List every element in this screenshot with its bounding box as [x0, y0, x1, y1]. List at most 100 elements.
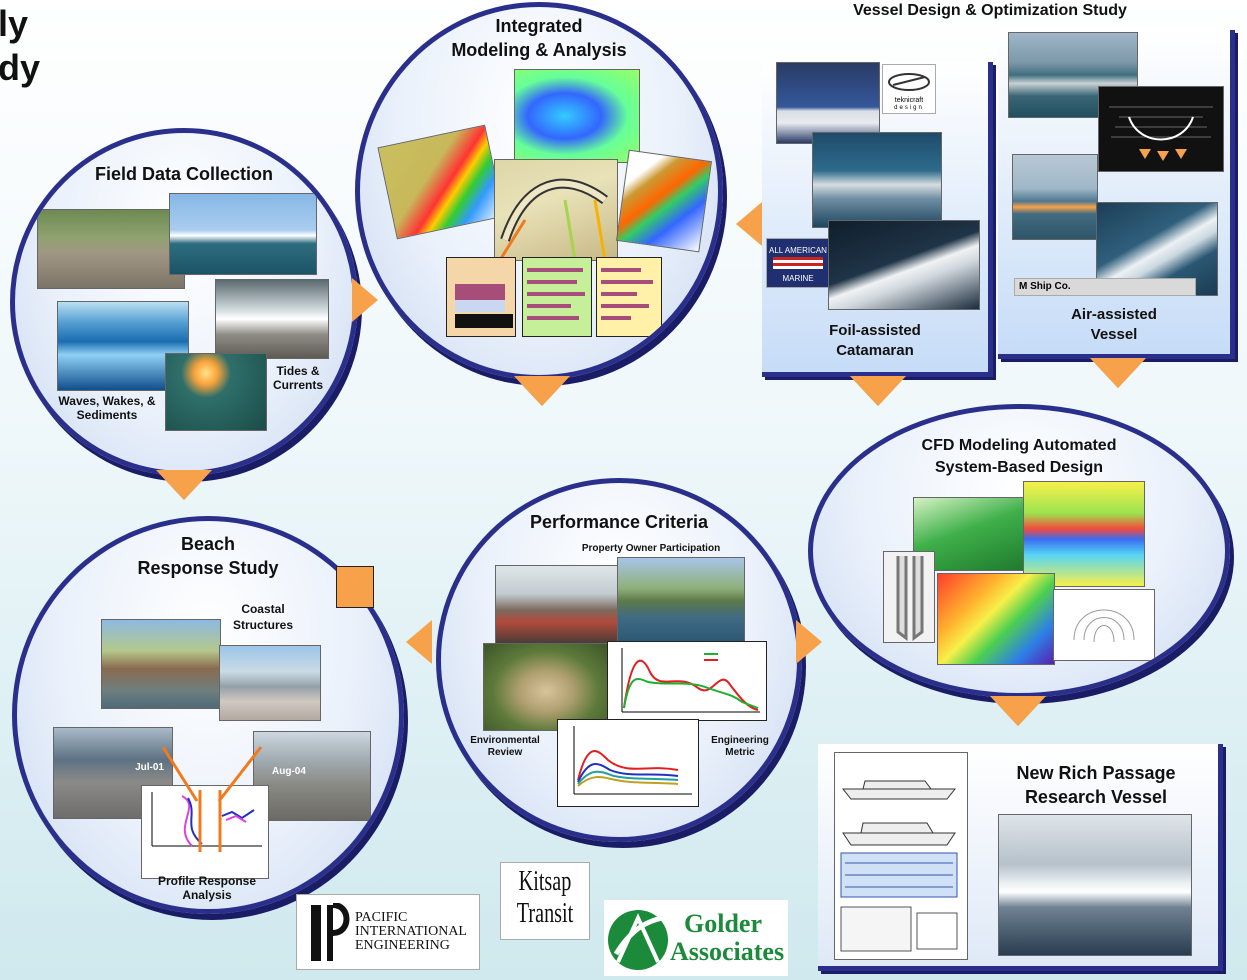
- kitsap-name: Kitsap: [518, 866, 572, 897]
- golder-associates-logo: Golder Associates: [604, 900, 788, 976]
- arrow-vessel-to-integrated: [736, 202, 762, 246]
- cfd-title-line1: CFD Modeling Automated: [921, 437, 1117, 454]
- integrated-modeling-circle: Integrated Modeling & Analysis: [355, 2, 723, 380]
- arrow-cfd-down: [990, 696, 1046, 726]
- pie-name-3: ENGINEERING: [355, 938, 450, 953]
- profile-label-2: Analysis: [182, 888, 232, 902]
- profile-label-1: Profile Response: [157, 874, 257, 888]
- wake-model-image: [616, 149, 712, 253]
- pie-name-2: INTERNATIONAL: [355, 924, 467, 939]
- riprap-photo: [219, 645, 321, 721]
- hull-section-shape: [896, 556, 924, 641]
- ferry-photo: [169, 193, 317, 275]
- shoreline-visit-photo: [617, 557, 745, 645]
- catamaran-photo-1: [776, 62, 880, 144]
- env-review-label-1: Environmental: [470, 735, 540, 746]
- associates-name: Associates: [670, 937, 785, 966]
- all-american-sub: MARINE: [782, 274, 814, 283]
- air-label-2: Vessel: [1090, 326, 1138, 343]
- arrow-performance-to-cfd: [796, 620, 822, 664]
- tides-label-1: Tides &: [276, 364, 320, 378]
- site-map-shoreline: [498, 178, 608, 261]
- teknicraft-logo-mark: [888, 73, 930, 91]
- waves-label-2: Sediments: [76, 408, 138, 422]
- air-vessel-photo-2: [1012, 154, 1098, 240]
- hull-drawing: [1098, 86, 1224, 172]
- arrow-performance-to-beach: [406, 620, 432, 664]
- teknicraft-name: teknicraft: [894, 97, 924, 104]
- beach-aug-photo: Aug-04: [253, 731, 371, 821]
- beach-title-line2: Response Study: [137, 558, 279, 578]
- foil-label-1: Foil-assisted: [829, 322, 921, 339]
- wake-energy-chart: [557, 719, 699, 807]
- research-title-line2: Research Vessel: [1024, 787, 1168, 807]
- page-title-fragment-1: ly: [0, 3, 29, 44]
- coastal-label-2: Structures: [232, 618, 294, 632]
- performance-criteria-circle: Performance Criteria Property Owner Part…: [436, 478, 802, 842]
- analysis-chart-1: [446, 257, 516, 337]
- foil-catamaran-panel: teknicraft design ALL AMERICAN MARINE Fo…: [762, 62, 993, 377]
- eng-metric-label-1: Engineering: [711, 735, 769, 746]
- field-data-circle: Field Data Collection Tides & Currents W…: [10, 128, 358, 476]
- beach-tab-corner: [336, 566, 374, 608]
- field-title: Field Data Collection: [94, 164, 274, 184]
- cfd-hull-pressure-image: [937, 573, 1055, 665]
- arrow-foil-down: [850, 376, 906, 406]
- vessel-drawing-lines: [840, 780, 958, 952]
- property-owner-label: Property Owner Participation: [581, 543, 721, 554]
- all-american-marine-logo: ALL AMERICAN MARINE: [766, 238, 830, 288]
- coastal-label-1: Coastal: [241, 602, 285, 616]
- cfd-modeling-circle: CFD Modeling Automated System-Based Desi…: [808, 404, 1230, 698]
- profile-chart: [141, 785, 269, 879]
- arrow-air-down: [1090, 358, 1146, 388]
- vessel-drawing-sheet: [834, 752, 968, 960]
- underwater-photo: [165, 353, 267, 431]
- engineering-metric-plot: [621, 648, 760, 713]
- waves-label-1: Waves, Wakes, &: [58, 394, 156, 408]
- analysis-chart-3: [596, 257, 662, 337]
- beach-survey-photo: [37, 209, 185, 289]
- catamaran-photo-3: [828, 220, 980, 310]
- ferry-passengers-photo: [495, 565, 619, 647]
- analysis-chart-2: [522, 257, 592, 337]
- page-title-fragment-2: dy: [0, 47, 41, 88]
- transit-name: Transit: [516, 898, 574, 929]
- kitsap-transit-logo: Kitsap Transit: [500, 862, 590, 940]
- body-plan-image: [1053, 589, 1155, 661]
- performance-title: Performance Criteria: [529, 512, 709, 532]
- all-american-name: ALL AMERICAN: [769, 246, 827, 255]
- date-pointer-lines: [161, 746, 263, 802]
- teknicraft-sub: design: [894, 105, 924, 111]
- current-model-image: [514, 69, 640, 163]
- beach-title-line1: Beach: [180, 534, 236, 554]
- tides-label-2: Currents: [272, 378, 323, 392]
- aug-date-label: Aug-04: [272, 766, 306, 777]
- integrated-title-line2: Modeling & Analysis: [451, 40, 627, 60]
- pie-logo-mark: [311, 903, 350, 961]
- foil-label-2: Catamaran: [836, 342, 914, 359]
- air-label-1: Air-assisted: [1071, 306, 1157, 323]
- m-ship-co-label: M Ship Co.: [1019, 281, 1071, 292]
- eng-metric-label-2: Metric: [725, 747, 755, 758]
- integrated-title-line1: Integrated: [495, 16, 583, 36]
- wave-runup-photo: [215, 279, 329, 359]
- cfd-title-line2: System-Based Design: [934, 459, 1104, 476]
- catamaran-photo-2: [812, 132, 942, 228]
- golder-name: Golder: [684, 909, 762, 938]
- hull-drawing-lines: [1109, 106, 1213, 161]
- pacific-international-engineering-logo: PACIFIC INTERNATIONAL ENGINEERING: [296, 894, 480, 970]
- body-plan-lines: [1073, 609, 1135, 643]
- teknicraft-logo: teknicraft design: [882, 64, 936, 114]
- pie-name-1: PACIFIC: [355, 910, 408, 925]
- arrow-field-to-integrated: [352, 278, 378, 322]
- arrow-integrated-down: [514, 376, 570, 406]
- research-vessel-panel: New Rich Passage Research Vessel: [818, 744, 1223, 971]
- wake-energy-plot: [573, 726, 692, 795]
- vessel-design-title: Vessel Design & Optimization Study: [853, 2, 1127, 19]
- jul-date-label: Jul-01: [135, 762, 164, 773]
- m-ship-co-logo: M Ship Co.: [1014, 278, 1196, 296]
- cfd-pressure-image: [1023, 481, 1145, 587]
- environmental-review-photo: [483, 643, 609, 731]
- site-map-image: [494, 159, 618, 261]
- env-review-label-2: Review: [487, 747, 523, 758]
